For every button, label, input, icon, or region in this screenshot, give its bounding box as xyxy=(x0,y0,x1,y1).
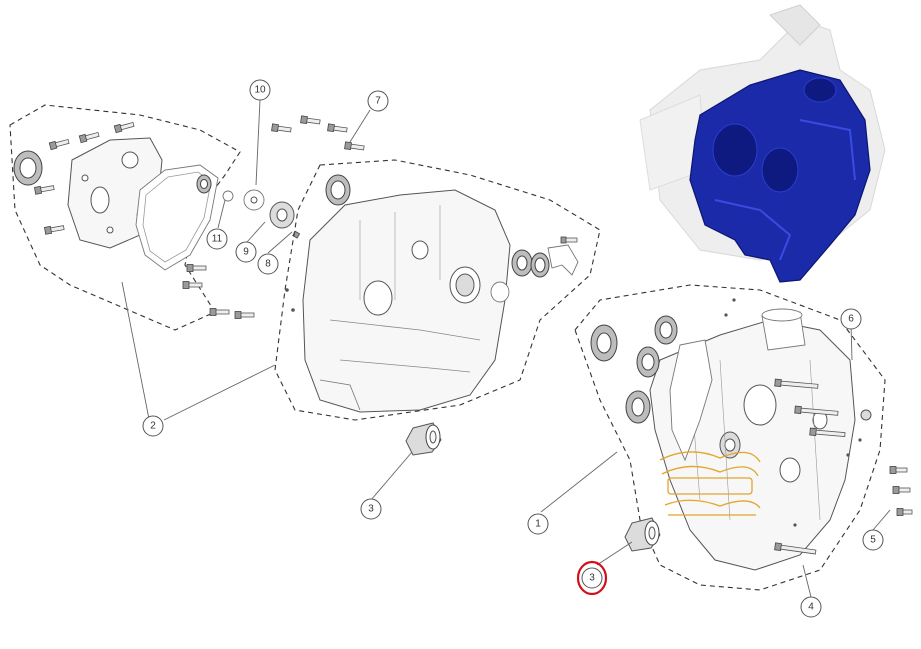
engine-thumbnail xyxy=(639,4,886,283)
svg-text:8: 8 xyxy=(265,259,271,270)
cover-bolts-7 xyxy=(271,115,365,151)
svg-text:11: 11 xyxy=(212,234,223,245)
svg-text:1: 1 xyxy=(535,519,541,530)
right-case-seals xyxy=(590,315,678,424)
svg-text:4: 4 xyxy=(808,602,814,613)
svg-text:5: 5 xyxy=(870,535,876,546)
callout-9[interactable]: 9 xyxy=(235,241,257,263)
case-bolts xyxy=(774,378,846,555)
group-outline-right-crankcase xyxy=(574,284,886,591)
svg-text:7: 7 xyxy=(375,96,381,107)
callout-6[interactable]: 6 xyxy=(840,308,862,330)
watermark-logo xyxy=(659,451,761,516)
callout-7[interactable]: 7 xyxy=(367,90,389,112)
callout-2[interactable]: 2 xyxy=(142,415,164,437)
bolts-5 xyxy=(889,466,913,516)
right-crankcase-half xyxy=(649,298,872,571)
middle-crankcase-half xyxy=(285,174,579,413)
bearing-3-middle xyxy=(405,422,442,456)
bearing-3-right xyxy=(624,517,661,552)
washer-parts xyxy=(222,189,301,239)
callout-5[interactable]: 5 xyxy=(862,529,884,551)
group-outline-middle-crankcase xyxy=(274,159,601,421)
svg-text:9: 9 xyxy=(243,247,249,258)
callout-3-highlighted[interactable]: 3 xyxy=(576,560,608,596)
svg-text:10: 10 xyxy=(254,85,266,96)
left-group-bolts xyxy=(34,121,255,319)
callout-8[interactable]: 8 xyxy=(257,253,279,275)
leader-lines xyxy=(121,99,891,598)
svg-text:3: 3 xyxy=(589,573,595,584)
callout-1[interactable]: 1 xyxy=(527,513,549,535)
callout-4[interactable]: 4 xyxy=(800,596,822,618)
callout-11[interactable]: 11 xyxy=(206,228,228,250)
left-cover-parts xyxy=(13,137,219,271)
callout-3-middle[interactable]: 3 xyxy=(360,498,382,520)
svg-text:6: 6 xyxy=(848,314,854,325)
red-highlight-circle xyxy=(576,560,608,596)
callout-10[interactable]: 10 xyxy=(249,79,271,101)
svg-text:2: 2 xyxy=(150,421,156,432)
svg-text:3: 3 xyxy=(368,504,374,515)
